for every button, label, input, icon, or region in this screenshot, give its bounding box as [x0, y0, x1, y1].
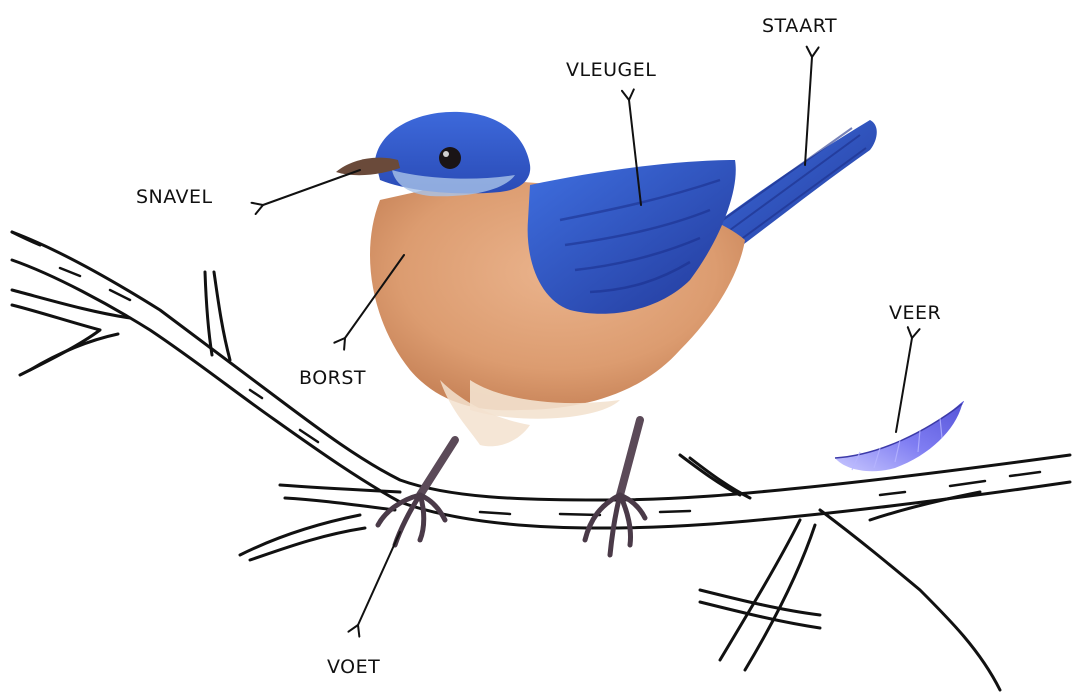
label-borst: BORST: [299, 367, 366, 389]
label-snavel: SNAVEL: [136, 186, 213, 208]
label-voet: VOET: [327, 656, 380, 678]
label-veer: VEER: [889, 302, 941, 324]
arrow-veer: [896, 338, 912, 432]
label-staart: STAART: [762, 15, 837, 37]
arrow-snavel: [263, 170, 360, 205]
label-vleugel: VLEUGEL: [566, 59, 656, 81]
arrow-voet: [358, 532, 400, 625]
arrow-staart: [805, 57, 812, 165]
bird-eye: [439, 147, 461, 169]
bird-legs: [420, 420, 640, 495]
